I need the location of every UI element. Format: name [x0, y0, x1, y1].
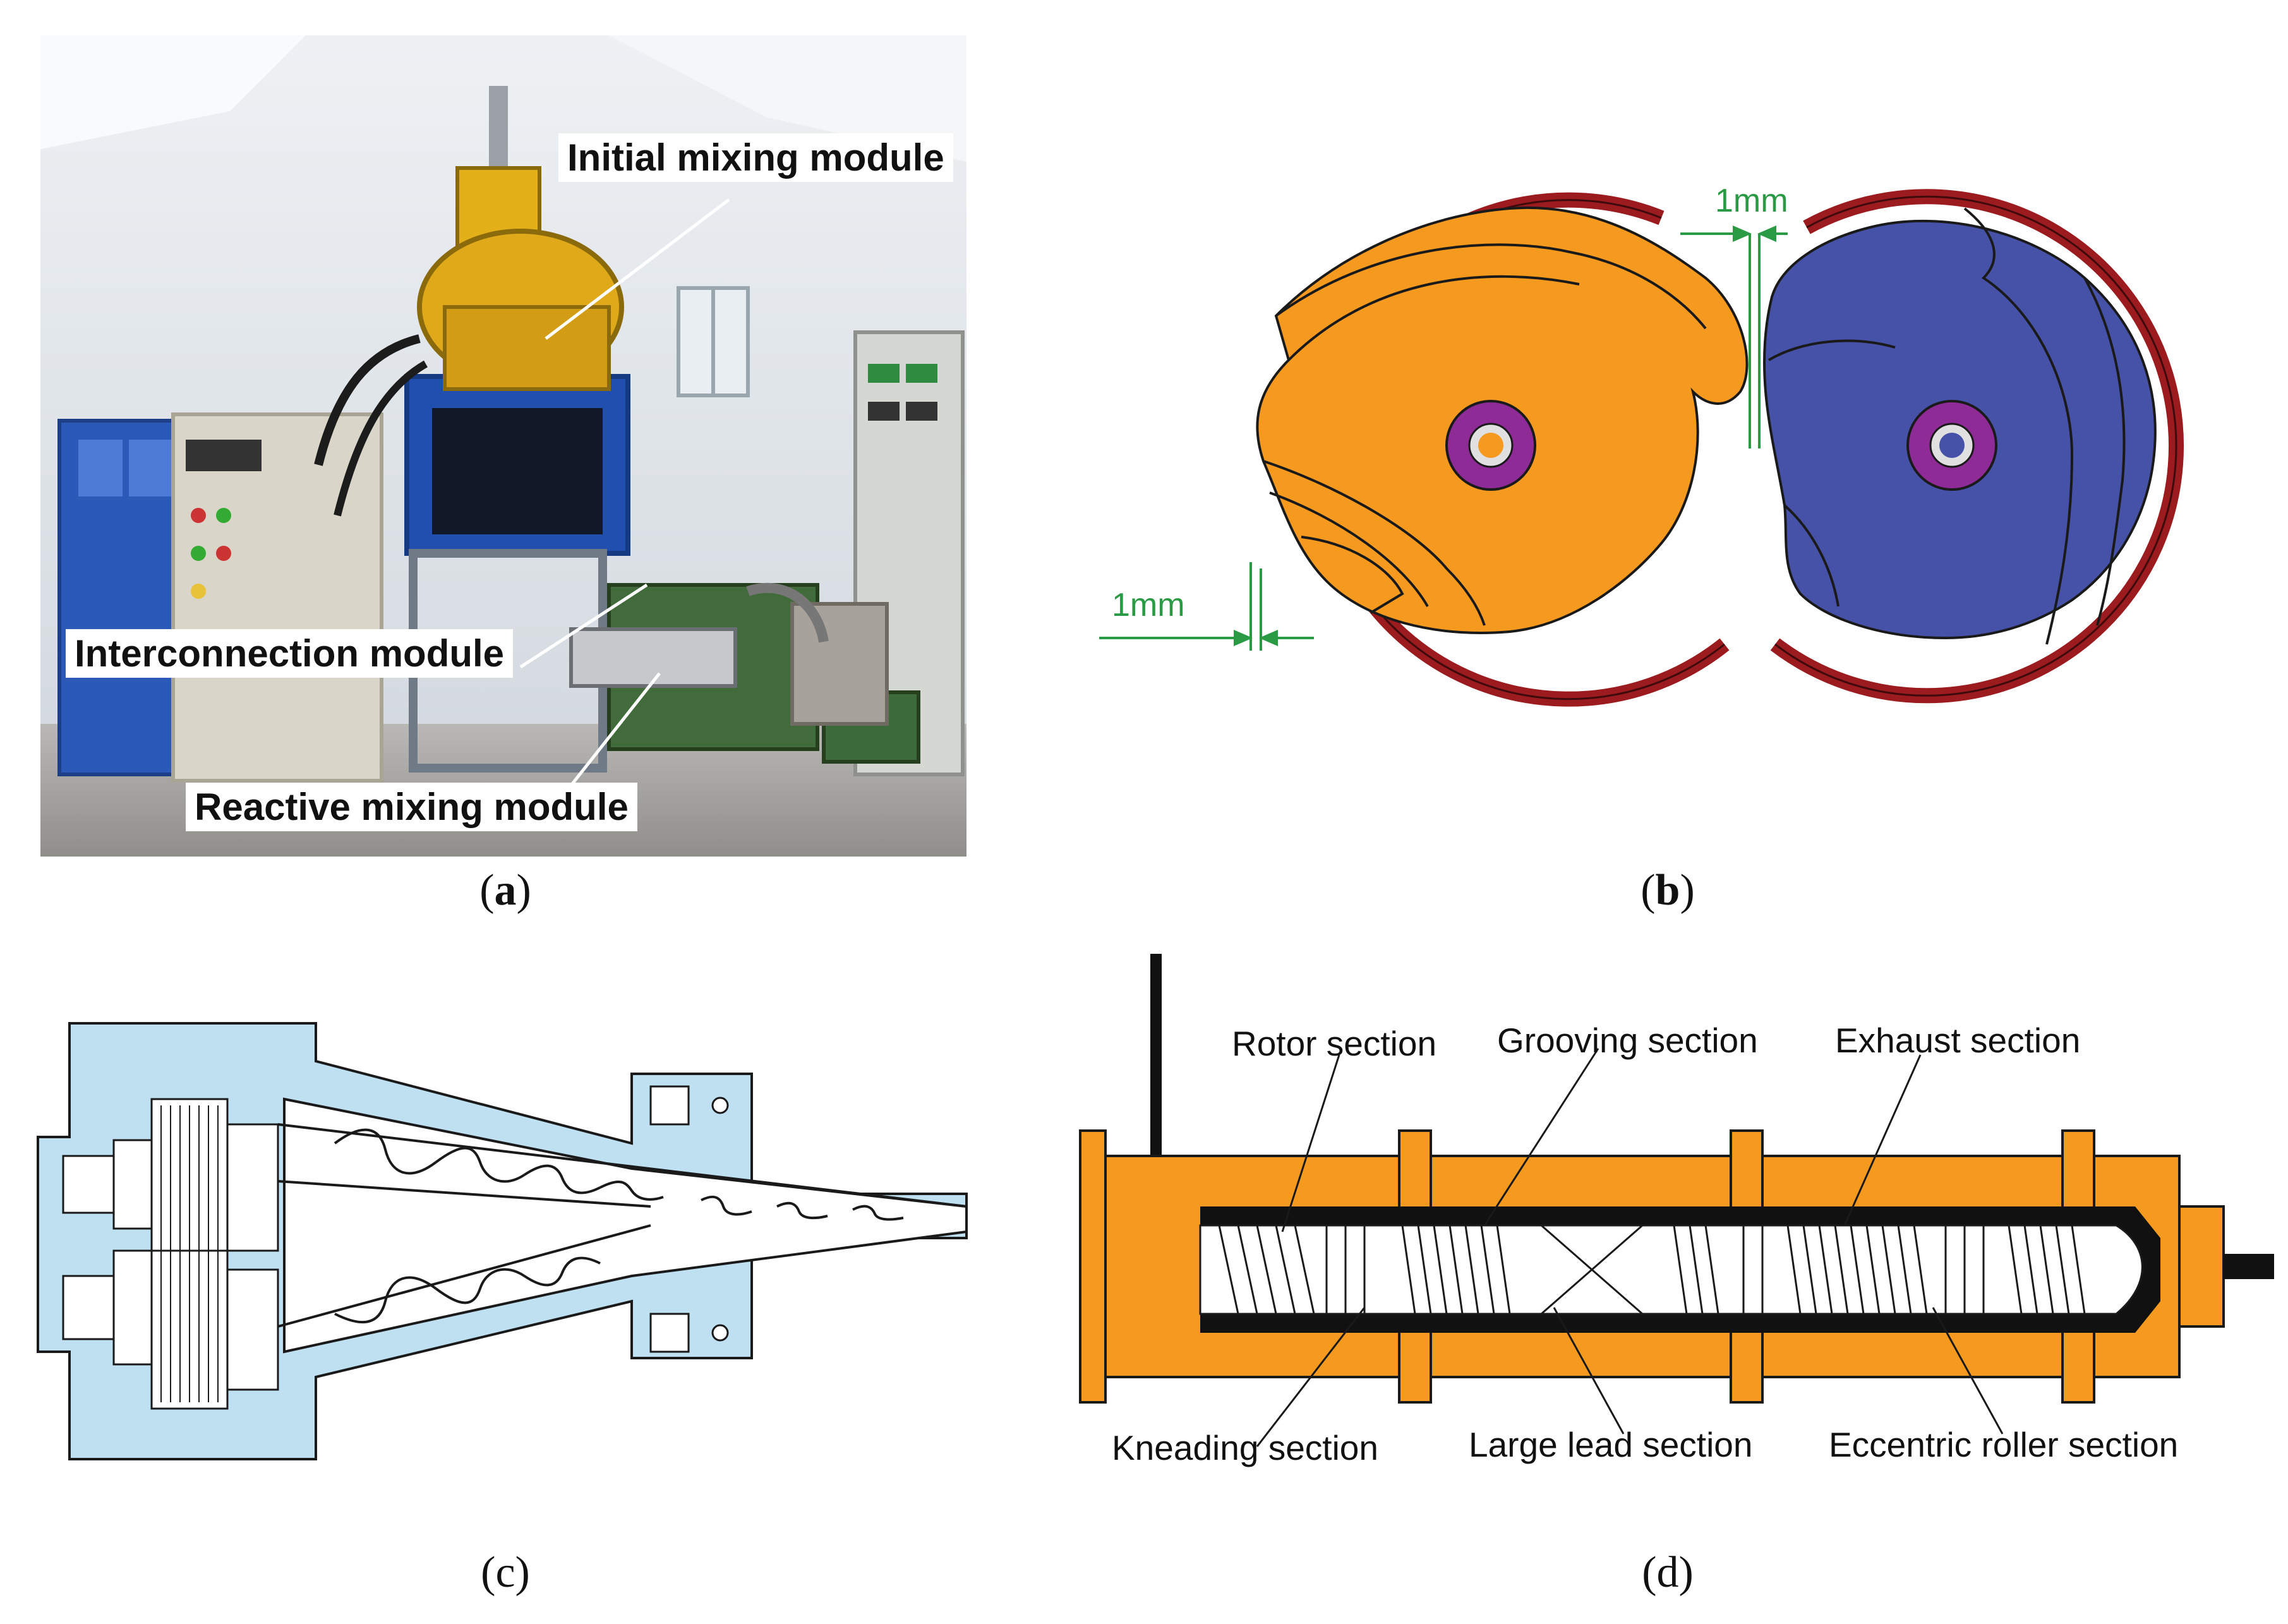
- panel-b-rotors: 1mm 1mm: [1074, 126, 2249, 758]
- panel-c-conical-screw: [19, 998, 1004, 1478]
- upper-screw: [277, 1123, 967, 1221]
- lower-screw: [277, 1224, 651, 1328]
- caption-d: (d): [1642, 1548, 1694, 1597]
- initial-mixing-label: Initial mixing module: [558, 133, 953, 182]
- kneading-section-label: Kneading section: [1112, 1428, 1378, 1467]
- top-gap-label: 1mm: [1715, 183, 1788, 219]
- reactive-mixing-label: Reactive mixing module: [186, 783, 637, 831]
- screw-flights: [1218, 1224, 2086, 1315]
- rotor-cross-section: 1mm 1mm: [1099, 183, 2184, 707]
- top-gap-dimension: [1680, 225, 1788, 448]
- caption-c: (c): [481, 1548, 530, 1597]
- panel-d-screw-sections: Rotor section Grooving section Exhaust s…: [1074, 947, 2274, 1516]
- left-gap-label: 1mm: [1112, 587, 1185, 623]
- caption-a: (a): [479, 866, 531, 915]
- panel-a-photo: Initial mixing module Interconnection mo…: [40, 35, 966, 857]
- eccentric-roller-section-label: Eccentric roller section: [1829, 1425, 2179, 1464]
- grooving-section-label: Grooving section: [1497, 1021, 1758, 1060]
- barrel-end-right: [2178, 1205, 2225, 1328]
- barrel-end-left: [1079, 1129, 1107, 1404]
- barrel-cavity: [283, 1097, 968, 1354]
- interconnection-label: Interconnection module: [66, 629, 514, 678]
- left-gap-dimension: [1099, 562, 1314, 651]
- large-lead-section-label: Large lead section: [1469, 1425, 1753, 1464]
- caption-b: (b): [1641, 866, 1695, 915]
- exhaust-section-label: Exhaust section: [1835, 1021, 2081, 1060]
- conical-screw-drawing: [37, 1022, 968, 1460]
- rotor-section-label: Rotor section: [1232, 1024, 1437, 1063]
- screw-section-drawing: [1079, 954, 2274, 1447]
- screw-body: [1199, 1224, 2143, 1315]
- callout-lines: [519, 198, 730, 795]
